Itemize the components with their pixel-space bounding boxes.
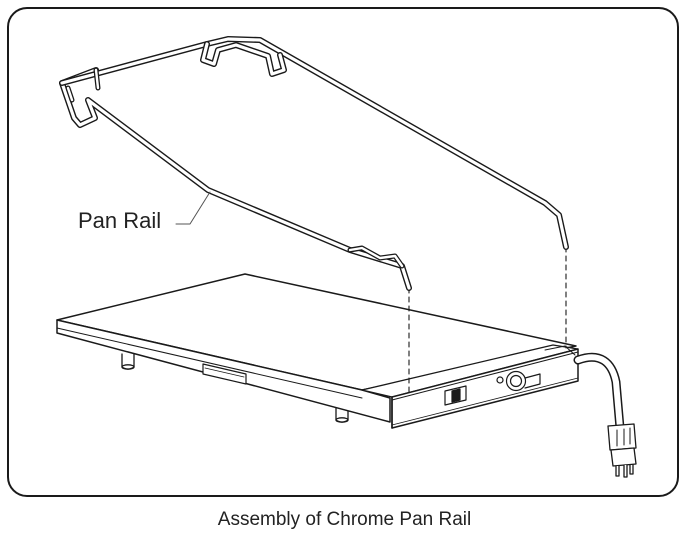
pan-rail [59,36,569,291]
figure-caption: Assembly of Chrome Pan Rail [217,509,472,530]
power-switch [444,385,467,406]
pan-rail-wire [59,67,412,291]
power-plug [607,423,637,478]
warming-shelf [56,273,579,429]
callout-leader-line [175,191,211,225]
alignment-guides [408,246,567,396]
shelf-handle-slot [202,363,247,385]
shelf-foot-left [121,353,135,370]
thermostat-knob [505,370,541,392]
power-cord [573,352,625,433]
pan-rail-callout-label: Pan Rail [78,208,162,233]
indicator-light [496,376,504,384]
